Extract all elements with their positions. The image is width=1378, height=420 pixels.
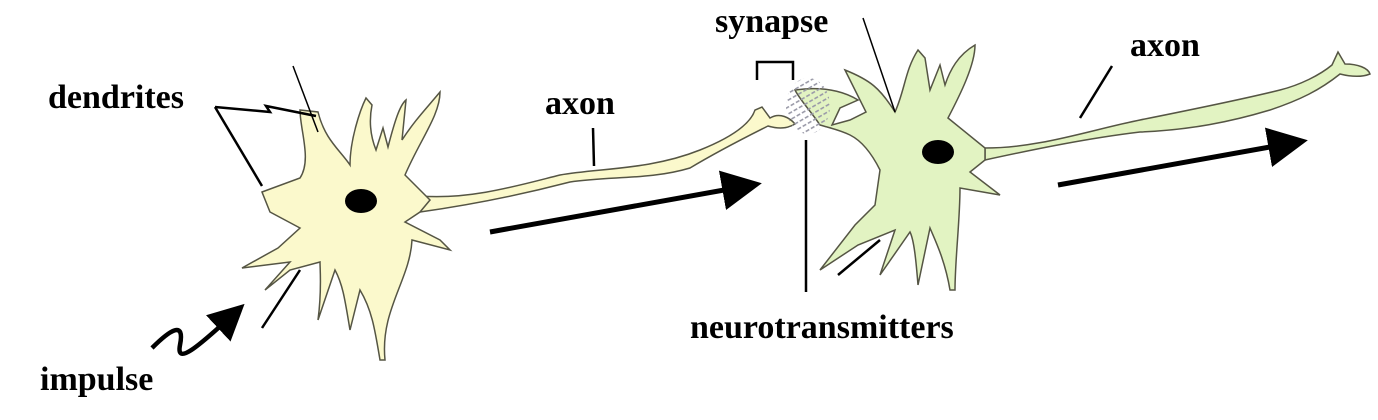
label-synapse: synapse (715, 3, 828, 40)
neuron-2-body (793, 43, 1001, 291)
neuron-1-nucleus (345, 189, 377, 213)
dendrite-line-2-lower (837, 239, 881, 276)
neurotransmitter-cluster (786, 78, 830, 134)
dendrites-leader-line-2 (213, 106, 264, 187)
neuron-1-body (241, 89, 453, 361)
neuron-1-axon (419, 106, 797, 213)
axon-1-leader-line (591, 127, 596, 167)
impulse-squiggle-arrow-icon (150, 303, 245, 357)
label-neurotransmitters: neurotransmitters (690, 309, 954, 346)
dendrite-line-lower (260, 269, 302, 329)
axon-2-leader-line (1078, 65, 1114, 119)
label-impulse: impulse (40, 361, 153, 398)
leader-lines (213, 17, 1114, 329)
dendrites-leader-line (214, 104, 317, 118)
synapse-bracket-icon (755, 60, 795, 80)
label-axon-1: axon (545, 85, 615, 122)
arrow-right-icon (489, 170, 762, 235)
neuron-2 (793, 43, 1371, 291)
label-dendrites: dendrites (48, 79, 184, 116)
arrow-right-icon (1057, 127, 1308, 188)
label-axon-2: axon (1130, 27, 1200, 64)
neuron-2-nucleus (922, 140, 954, 164)
neuron-2-axon (984, 50, 1371, 161)
dendrite-line-2-top (862, 17, 896, 113)
dendrite-line-top (292, 65, 319, 133)
